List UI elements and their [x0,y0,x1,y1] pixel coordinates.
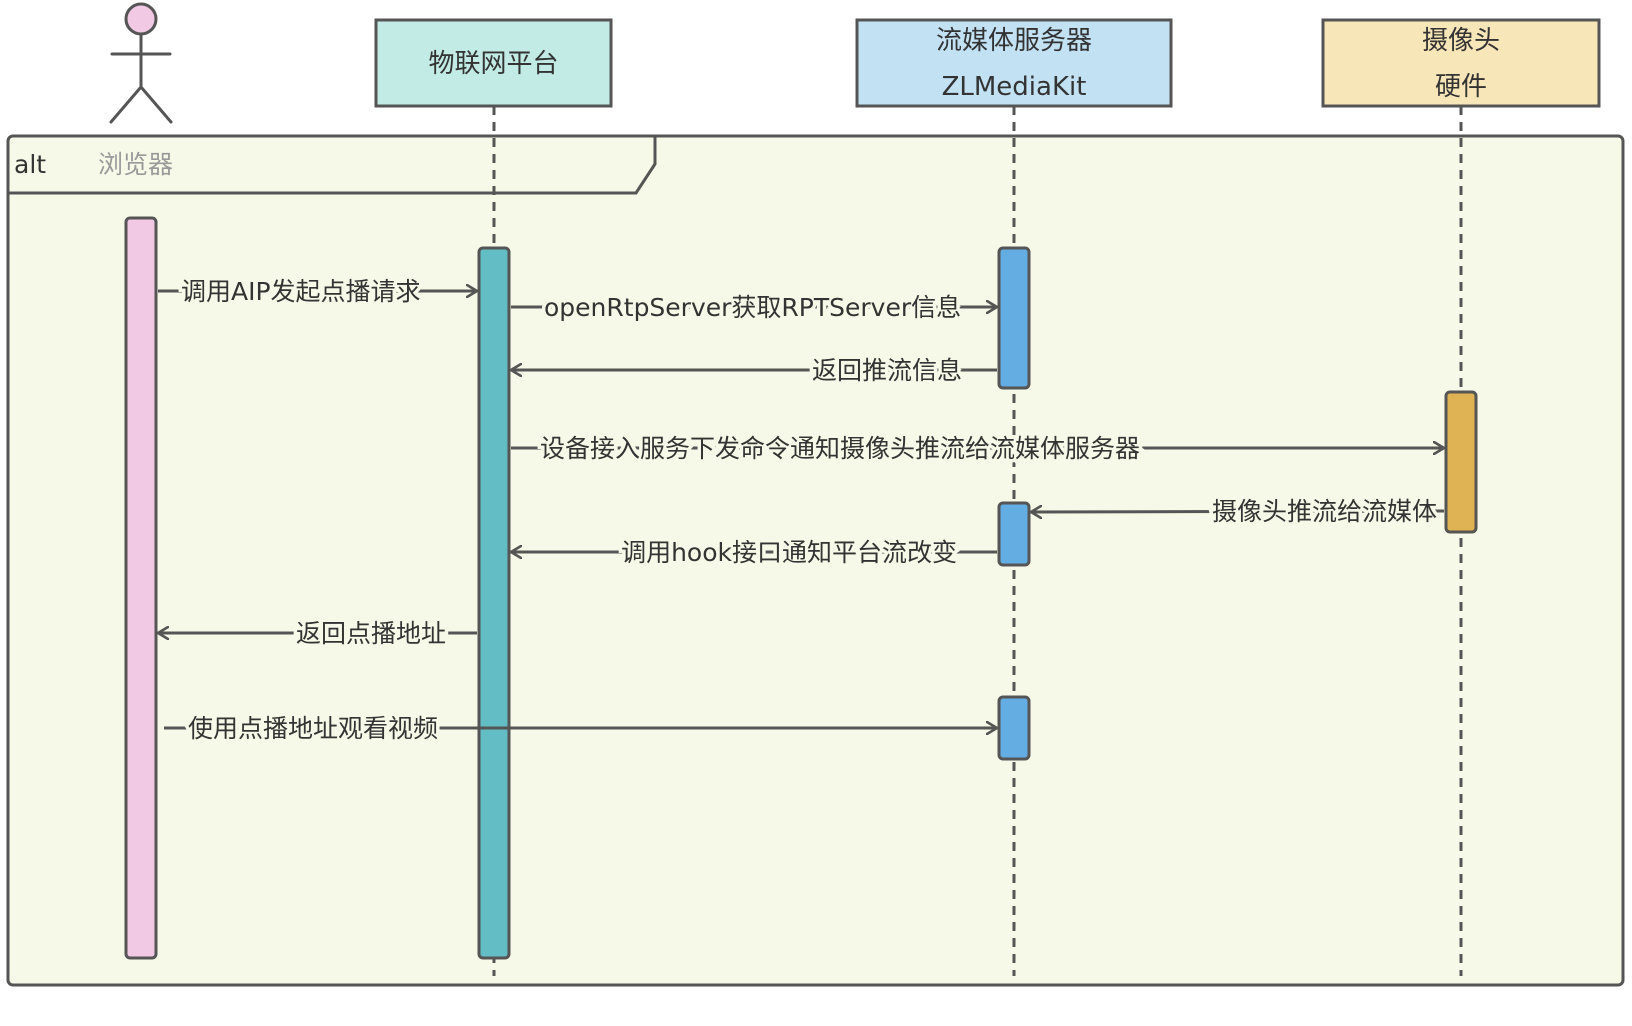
activation-camera [1444,390,1478,534]
message-3: 返回推流信息 [511,353,997,389]
activation-iot [477,246,511,960]
activations [124,216,1478,960]
message-5-label: 摄像头推流给流媒体 [1212,497,1437,526]
participant-camera-label-1: 摄像头 [1422,26,1500,56]
message-1-label: 调用AIP发起点播请求 [181,277,421,306]
participant-camera: 摄像头 硬件 [1321,18,1601,108]
participant-camera-label-2: 硬件 [1435,72,1487,102]
message-1: 调用AIP发起点播请求 [158,274,477,310]
message-4-label: 设备接入服务下发命令通知摄像头推流给流媒体服务器 [540,434,1140,463]
alt-frame: alt 浏览器 [6,134,1625,987]
message-3-label: 返回推流信息 [812,356,962,385]
message-7-label: 返回点播地址 [296,619,446,648]
message-6-label: 调用hook接口通知平台流改变 [621,538,957,567]
message-4: 设备接入服务下发命令通知摄像头推流给流媒体服务器 [511,431,1444,467]
activation-media-2 [997,501,1031,567]
browser-actor-icon [109,2,173,124]
message-2: openRtpServer获取RPTServer信息 [511,290,997,326]
message-8: 使用点播地址观看视频 [164,711,997,747]
alt-guard: 浏览器 [98,150,173,179]
message-8-label: 使用点播地址观看视频 [188,714,438,743]
activation-media-1 [997,246,1031,390]
activation-media-3 [997,695,1031,761]
activation-browser [124,216,158,960]
participant-iot: 物联网平台 [374,18,613,108]
message-6: 调用hook接口通知平台流改变 [511,535,997,571]
message-7: 返回点播地址 [158,616,477,652]
participant-media-label-1: 流媒体服务器 [936,26,1092,56]
alt-keyword: alt [14,150,46,179]
participant-iot-label: 物联网平台 [428,49,558,79]
message-2-label: openRtpServer获取RPTServer信息 [544,293,961,322]
alt-frame-tab [8,136,657,195]
message-5: 摄像头推流给流媒体 [1031,494,1445,530]
participant-media-label-2: ZLMediaKit [942,72,1087,102]
participant-media: 流媒体服务器 ZLMediaKit [855,18,1173,108]
